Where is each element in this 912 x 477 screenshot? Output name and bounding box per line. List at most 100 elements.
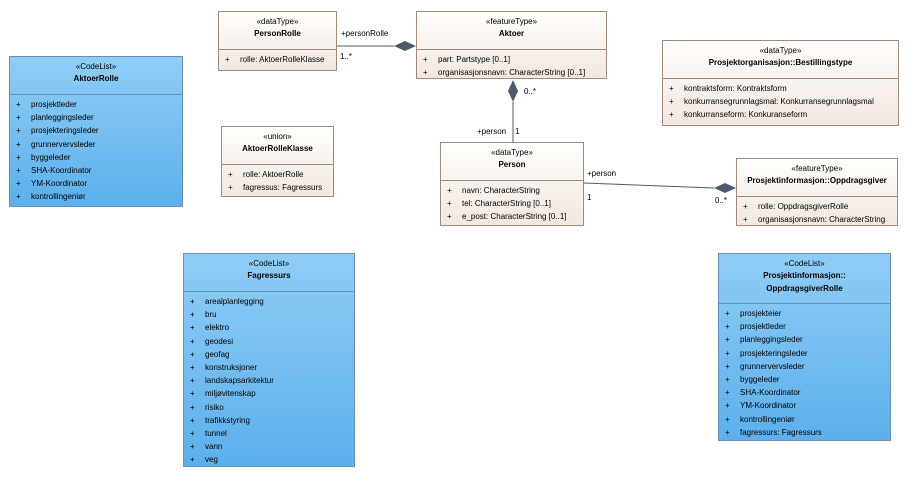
stereotype: «union» (263, 132, 292, 141)
class-person[interactable]: «dataType» Person +navn: CharacterString… (440, 142, 584, 226)
attribute-row[interactable]: +fagressurs: Fagressurs (725, 427, 822, 437)
attribute-row[interactable]: +kontraktsform: Kontraktsform (669, 84, 787, 93)
class-header: «featureType» Aktoer (417, 12, 606, 50)
class-header: «dataType» PersonRolle (219, 12, 336, 50)
class-fagressurs[interactable]: «CodeList» Fagressurs +arealplanlegging … (183, 253, 355, 467)
attribute-row[interactable]: +landskapsarkitektur (190, 376, 274, 386)
attribute-row[interactable]: +veg (190, 455, 218, 465)
attribute-row[interactable]: +trafikkstyring (190, 415, 250, 425)
attribute-row[interactable]: +prosjekteringsleder (16, 126, 99, 136)
class-name: PersonRolle (254, 29, 301, 38)
class-name: Aktoer (498, 29, 525, 38)
stereotype: «featureType» (485, 17, 538, 26)
attribute-row[interactable]: +byggeleder (16, 152, 71, 162)
association-person-oppdragsgiver[interactable] (583, 182, 715, 189)
attribute-row[interactable]: +YM-Koordinator (725, 401, 797, 411)
aggregation-diamond-aktoer-left (394, 41, 416, 51)
assoc-mult-personrolle: 1..* (340, 52, 353, 61)
attribute-row[interactable]: +SHA-Koordinator (725, 388, 801, 398)
class-name: Fagressurs (247, 271, 291, 280)
stereotype: «featureType» (791, 164, 843, 173)
class-name: Prosjektinformasjon::Oppdragsgiver (747, 176, 887, 185)
attribute-row[interactable]: +prosjektleder (16, 100, 77, 109)
class-name: AktoerRolleKlasse (242, 144, 313, 153)
class-header: «dataType» Person (441, 143, 583, 181)
assoc-mult-aktoer-source: 0..* (524, 87, 537, 96)
attribute-list: +part: Partstype [0..1] +organisasjonsna… (417, 50, 606, 79)
assoc-mult-person-target: 1 (515, 127, 520, 136)
attribute-list: +prosjektleder +planleggingsleder +prosj… (10, 95, 182, 204)
assoc-role-personrolle: +personRolle (341, 29, 389, 38)
class-personrolle[interactable]: «dataType» PersonRolle +rolle: AktoerRol… (218, 11, 337, 71)
attribute-row[interactable]: +kontrollingeniør (725, 414, 795, 424)
stereotype: «dataType» (491, 148, 533, 157)
class-name: Prosjektorganisasjon::Bestillingstype (708, 58, 853, 67)
attribute-row[interactable]: +grunnervervsleder (725, 361, 805, 371)
attribute-row[interactable]: +prosjektleder (725, 322, 786, 332)
attribute-row[interactable]: +arealplanlegging (190, 297, 264, 306)
attribute-list: +rolle: AktoerRolle +fagressus: Fagressu… (222, 165, 333, 194)
class-name: AktoerRolle (73, 74, 119, 83)
class-header: «CodeList» Prosjektinformasjon:: Oppdrag… (719, 254, 890, 304)
attribute-row[interactable]: +risiko (190, 402, 224, 412)
aggregation-diamond-aktoer-bottom (508, 80, 518, 102)
attribute-row[interactable]: +rolle: AktoerRolle (228, 170, 304, 179)
attribute-list: +prosjekteier +prosjektleder +planleggin… (719, 304, 890, 439)
attribute-list: +rolle: OppdragsgiverRolle +organisasjon… (737, 197, 897, 226)
stereotype: «CodeList» (248, 259, 290, 268)
attribute-row[interactable]: +planleggingsleder (16, 113, 94, 123)
attribute-row[interactable]: +fagressus: Fagressurs (228, 183, 323, 193)
attribute-row[interactable]: +konkurransegrunnlagsmal: Konkurransegru… (669, 97, 874, 107)
class-bestillingstype[interactable]: «dataType» Prosjektorganisasjon::Bestill… (662, 40, 899, 126)
aggregation-diamond-oppdragsgiver (714, 183, 736, 193)
attribute-row[interactable]: +geodesi (190, 336, 234, 346)
attribute-row[interactable]: +vann (190, 442, 223, 452)
attribute-row[interactable]: +SHA-Koordinator (16, 165, 92, 175)
attribute-row[interactable]: +rolle: OppdragsgiverRolle (743, 202, 849, 211)
attribute-row[interactable]: +rolle: AktoerRolleKlasse (225, 55, 325, 64)
class-aktoer[interactable]: «featureType» Aktoer +part: Partstype [0… (416, 11, 607, 79)
assoc-mult-oppdragsgiver-target: 0..* (715, 196, 728, 205)
attribute-row[interactable]: +YM-Koordinator (16, 179, 88, 189)
attribute-row[interactable]: +prosjekteier (725, 309, 782, 318)
attribute-row[interactable]: +navn: CharacterString (447, 186, 540, 195)
attribute-row[interactable]: +kontrollingeniør (16, 192, 86, 202)
class-name: Person (498, 160, 526, 169)
stereotype: «dataType» (256, 17, 299, 26)
assoc-role-person-oppdragsgiver: +person (587, 169, 617, 178)
attribute-row[interactable]: +konstruksjoner (190, 362, 258, 372)
attribute-row[interactable]: +miljøvitenskap (190, 389, 256, 399)
class-aktoerrolle[interactable]: «CodeList» AktoerRolle +prosjektleder +p… (9, 56, 183, 207)
stereotype: «dataType» (759, 46, 802, 55)
attribute-row[interactable]: +bru (190, 310, 217, 320)
attribute-row[interactable]: +elektro (190, 323, 230, 333)
attribute-row[interactable]: +prosjekteringsleder (725, 348, 808, 358)
stereotype: «CodeList» (784, 259, 825, 268)
assoc-mult-person-source: 1 (587, 193, 592, 202)
attribute-list: +rolle: AktoerRolleKlasse (219, 50, 336, 66)
class-aktoerrolleklasse[interactable]: «union» AktoerRolleKlasse +rolle: Aktoer… (221, 126, 334, 197)
attribute-row[interactable]: +organisasjonsnavn: CharacterString (743, 215, 886, 225)
class-header: «dataType» Prosjektorganisasjon::Bestill… (663, 41, 898, 79)
attribute-row[interactable]: +konkurranseform: Konkuranseform (669, 110, 808, 120)
attribute-row[interactable]: +byggeleder (725, 374, 780, 384)
attribute-row[interactable]: +part: Partstype [0..1] (423, 55, 511, 64)
attribute-row[interactable]: +geofag (190, 349, 230, 359)
attribute-list: +arealplanlegging +bru +elektro +geodesi… (184, 292, 354, 466)
class-header: «featureType» Prosjektinformasjon::Oppdr… (737, 159, 897, 197)
attribute-row[interactable]: +planleggingsleder (725, 335, 803, 345)
class-oppdragsgiverrolle[interactable]: «CodeList» Prosjektinformasjon:: Oppdrag… (718, 253, 891, 441)
attribute-row[interactable]: +tunnel (190, 428, 227, 438)
attribute-row[interactable]: +organisasjonsnavn: CharacterString [0..… (423, 68, 586, 78)
attribute-list: +navn: CharacterString +tel: CharacterSt… (441, 181, 583, 224)
assoc-role-person-aktoer: +person (477, 127, 507, 136)
attribute-row[interactable]: +grunnervervsleder (16, 139, 96, 149)
class-header: «CodeList» Fagressurs (184, 254, 354, 292)
class-oppdragsgiver[interactable]: «featureType» Prosjektinformasjon::Oppdr… (736, 158, 898, 226)
attribute-row[interactable]: +tel: CharacterString [0..1] (447, 199, 551, 209)
class-name-line1: Prosjektinformasjon:: (763, 271, 846, 280)
attribute-row[interactable]: +e_post: CharacterString [0..1] (447, 212, 567, 222)
stereotype: «CodeList» (75, 62, 117, 71)
class-header: «CodeList» AktoerRolle (10, 57, 182, 95)
